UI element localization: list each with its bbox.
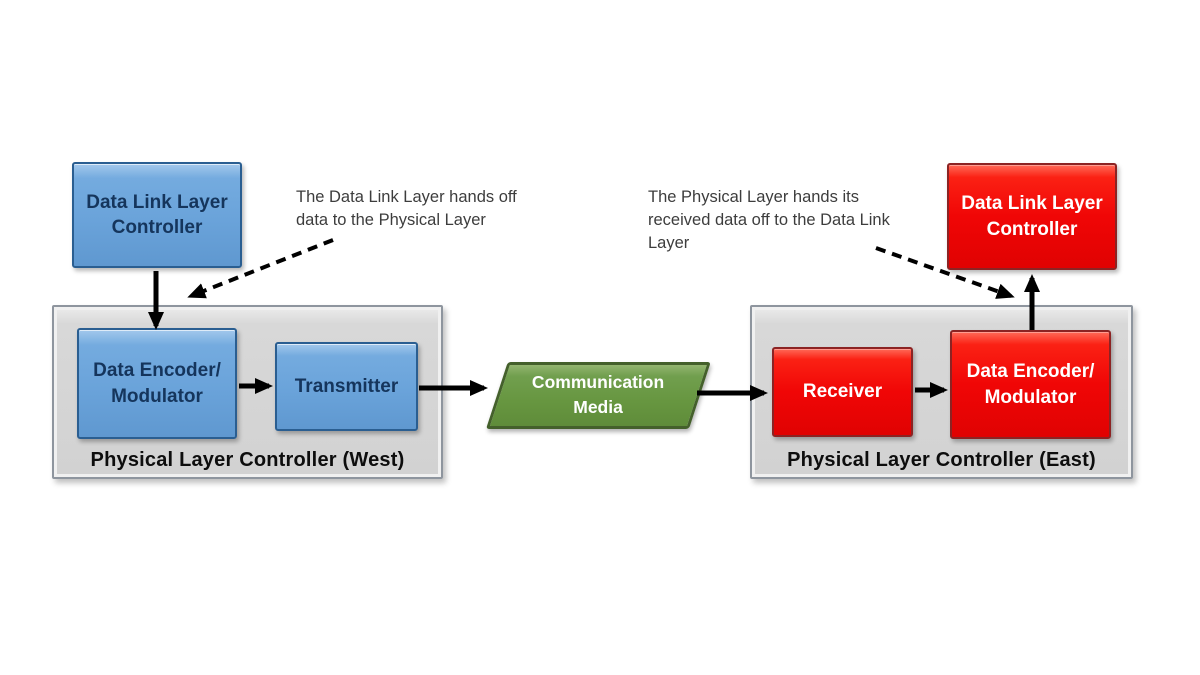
west-transmitter-box: Transmitter <box>275 342 418 431</box>
west-data-encoder-modulator-box: Data Encoder/ Modulator <box>77 328 237 439</box>
east-handoff-annotation: The Physical Layer hands its received da… <box>648 188 890 253</box>
east-data-encoder-modulator-box: Data Encoder/ Modulator <box>950 330 1111 439</box>
communication-media-label: Communication Media <box>532 372 665 418</box>
west-handoff-annotation: The Data Link Layer hands off data to th… <box>296 188 517 230</box>
west-data-link-layer-controller-box: Data Link Layer Controller <box>72 162 242 268</box>
east-receiver-box: Receiver <box>772 347 913 437</box>
east-physical-layer-controller-label: Physical Layer Controller (East) <box>787 449 1096 471</box>
east-data-link-layer-controller-box: Data Link Layer Controller <box>947 163 1117 270</box>
west-physical-layer-controller-label: Physical Layer Controller (West) <box>90 449 405 471</box>
communication-media-shape: Communication Media <box>486 362 711 429</box>
